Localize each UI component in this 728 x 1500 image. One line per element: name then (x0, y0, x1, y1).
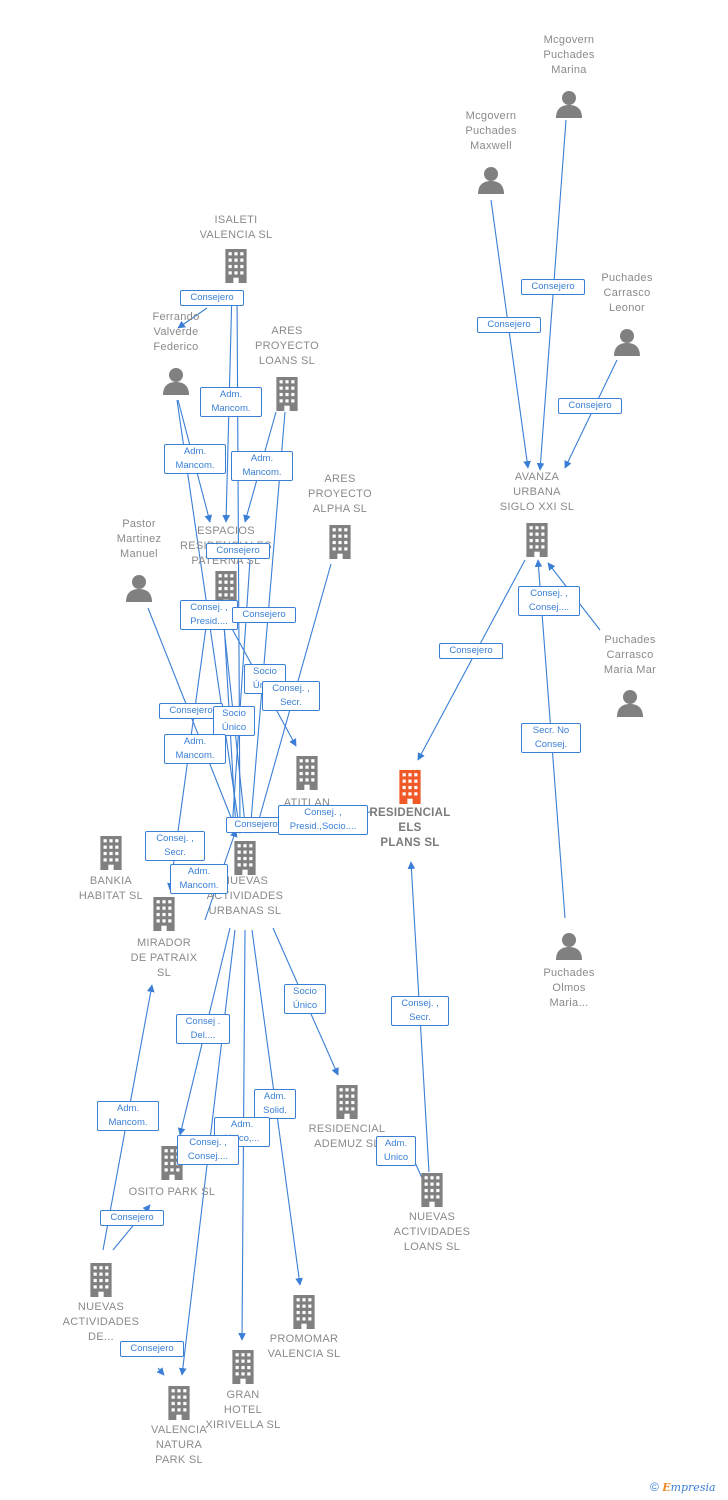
person-icon[interactable] (614, 329, 640, 356)
edge-label-4[interactable]: Consej. , Consej.... (518, 586, 580, 616)
building-icon[interactable] (329, 525, 351, 559)
building-icon[interactable] (399, 770, 421, 804)
edge-label-6[interactable]: Secr. No Consej. (521, 723, 581, 753)
node-label-promomar[interactable]: PROMOMAR VALENCIA SL (267, 1333, 341, 1360)
building-icon[interactable] (100, 836, 122, 870)
logo-rest: mpresia (670, 1481, 716, 1494)
node-label-mirador[interactable]: MIRADOR DE PATRAIX SL (130, 936, 198, 979)
node-label-puchades-mariamar[interactable]: Puchades Carrasco Maria Mar (603, 633, 657, 676)
edge-label-10[interactable]: Adm. Mancom. (200, 387, 262, 417)
edge-line (536, 119, 567, 471)
edge-label-17[interactable]: Consej. , Secr. (262, 681, 320, 711)
edge-line (417, 559, 526, 761)
building-icon[interactable] (225, 249, 247, 283)
edge-label-13[interactable]: Consejero (206, 543, 270, 559)
node-label-avanza[interactable]: AVANZA URBANA SIGLO XXI SL (499, 470, 575, 513)
person-icon[interactable] (556, 91, 582, 118)
edge-label-22[interactable]: Consej. , Presid.,Socio.... (278, 805, 368, 835)
building-icon[interactable] (421, 1173, 443, 1207)
edge-label-7[interactable]: Consej. , Secr. (391, 996, 449, 1026)
person-icon[interactable] (478, 167, 504, 194)
edge-label-14[interactable]: Consej. , Presid.... (180, 600, 238, 630)
edge-label-1[interactable]: Consejero (521, 279, 585, 295)
edge-line (177, 307, 208, 329)
node-label-residencial-ademuz[interactable]: RESIDENCIAL ADEMUZ SL (308, 1123, 386, 1150)
edge-line (228, 559, 251, 831)
edge-line (490, 199, 531, 469)
edge-label-3[interactable]: Consejero (558, 398, 622, 414)
edge-label-23[interactable]: Consej. , Secr. (145, 831, 205, 861)
node-label-puchades-leonor[interactable]: Puchades Carrasco Leonor (601, 271, 653, 314)
edge-label-2[interactable]: Consejero (477, 317, 541, 333)
empresia-logo[interactable]: Empresia (662, 1481, 715, 1494)
node-label-bankia[interactable]: BANKIA HABITAT SL (78, 875, 144, 902)
edge-label-9[interactable]: Consejero (180, 290, 244, 306)
edge-label-26[interactable]: Consej . Del.... (176, 1014, 230, 1044)
node-label-mcgovern-maxwell[interactable]: Mcgovern Puchades Maxwell (465, 109, 517, 152)
edge-line (147, 607, 238, 831)
node-label-mcgovern-marina[interactable]: Mcgovern Puchades Marina (543, 33, 595, 76)
person-icon[interactable] (126, 575, 152, 602)
building-icon[interactable] (234, 841, 256, 875)
copyright-symbol: © (650, 1480, 659, 1494)
person-icon[interactable] (617, 690, 643, 717)
edge-label-15[interactable]: Consejero (232, 607, 296, 623)
edge-label-24[interactable]: Adm. Mancom. (170, 864, 228, 894)
node-label-osito[interactable]: OSITO PARK SL (128, 1185, 216, 1198)
edge-label-32[interactable]: Consejero (120, 1341, 184, 1357)
building-icon[interactable] (296, 756, 318, 790)
copyright-footer: © Empresia (650, 1480, 716, 1494)
node-label-nuevas-de[interactable]: NUEVAS ACTIVIDADES DE... (62, 1300, 140, 1343)
node-label-ares-alpha[interactable]: ARES PROYECTO ALPHA SL (308, 472, 372, 515)
edge-label-20[interactable]: Adm. Mancom. (164, 734, 226, 764)
edge-line (564, 359, 618, 469)
logo-initial: E (662, 1481, 671, 1494)
edge-label-27[interactable]: Adm. Mancom. (97, 1101, 159, 1131)
person-icon[interactable] (163, 368, 189, 395)
edge-label-29[interactable]: Adm. Unico,... (214, 1117, 270, 1147)
node-label-pastor[interactable]: Pastor Martinez Manuel (116, 517, 162, 560)
edge-label-21[interactable]: Consejero (226, 817, 286, 833)
edge-label-28[interactable]: Adm. Solid. (254, 1089, 296, 1119)
building-icon[interactable] (526, 523, 548, 557)
node-label-puchades-olmos[interactable]: Puchades Olmos Maria... (543, 966, 595, 1009)
edge-label-12[interactable]: Adm. Mancom. (231, 451, 293, 481)
edge-label-19[interactable]: Socio Único (213, 706, 255, 736)
node-label-ares-loans[interactable]: ARES PROYECTO LOANS SL (255, 324, 319, 367)
edge-label-30[interactable]: Consej. , Consej.... (177, 1135, 239, 1165)
edge-line (156, 1367, 165, 1376)
building-icon[interactable] (90, 1263, 112, 1297)
edge-line (236, 289, 244, 834)
node-label-gran-hotel[interactable]: GRAN HOTEL XIRIVELLA SL (205, 1388, 281, 1431)
node-label-valencia-natura[interactable]: VALENCIA NATURA PARK SL (151, 1423, 207, 1466)
building-icon[interactable] (336, 1085, 358, 1119)
node-label-ferrando[interactable]: Ferrando Valverde Federico (152, 310, 200, 353)
building-icon[interactable] (293, 1295, 315, 1329)
node-label-residencial-els-plans[interactable]: RESIDENCIAL ELS PLANS SL (369, 806, 451, 849)
edge-label-25[interactable]: Socio Único (284, 984, 326, 1014)
edge-label-31[interactable]: Consejero (100, 1210, 164, 1226)
building-icon[interactable] (276, 377, 298, 411)
node-label-nuevas-loans[interactable]: NUEVAS ACTIVIDADES LOANS SL (393, 1210, 471, 1253)
node-label-isaleti[interactable]: ISALETI VALENCIA SL (199, 214, 273, 241)
edge-label-11[interactable]: Adm. Mancom. (164, 444, 226, 474)
edge-label-8[interactable]: Adm. Unico (376, 1136, 416, 1166)
person-icon[interactable] (556, 933, 582, 960)
edge-label-5[interactable]: Consejero (439, 643, 503, 659)
